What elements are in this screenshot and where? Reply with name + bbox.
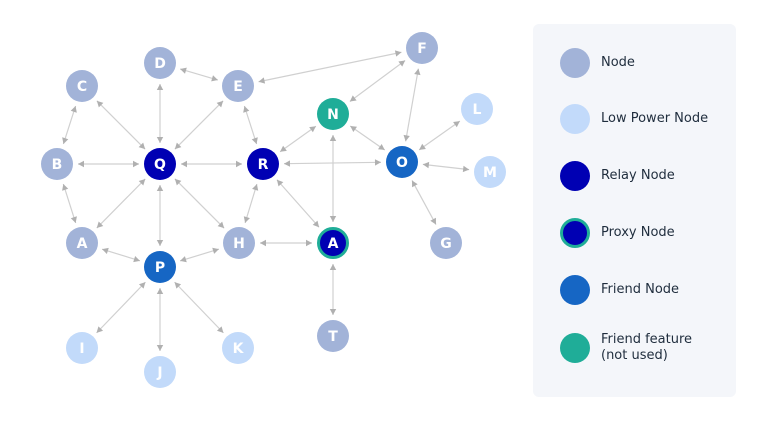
- legend-label-relay: Relay Node: [601, 168, 675, 183]
- edge-B-A1: [62, 183, 77, 224]
- edge-H-A2: [260, 239, 312, 247]
- node-k-label: K: [233, 341, 245, 357]
- node-d: D: [144, 47, 176, 79]
- node-g-label: G: [440, 236, 452, 252]
- node-a1-label: A: [77, 236, 88, 252]
- friend-node-swatch-icon: [560, 275, 590, 305]
- edge-N-O: [349, 125, 386, 151]
- edge-Q-A1: [96, 178, 146, 229]
- node-d-label: D: [154, 56, 166, 72]
- node-f-label: F: [417, 41, 427, 57]
- edge-O-L: [418, 120, 461, 151]
- edge-H-P: [179, 247, 220, 263]
- node-o: O: [386, 146, 418, 178]
- edge-D-Q: [156, 84, 164, 143]
- node-h: H: [223, 227, 255, 259]
- node-c-label: C: [77, 79, 87, 95]
- edge-R-A2: [276, 179, 320, 228]
- legend-item-node: Node: [560, 48, 635, 78]
- node-b: B: [41, 148, 73, 180]
- node-j-label: J: [156, 365, 162, 381]
- edge-layer: [62, 50, 470, 351]
- node-l: L: [461, 93, 493, 125]
- edge-P-K: [174, 281, 224, 334]
- node-t: T: [317, 320, 349, 352]
- node-r-label: R: [258, 157, 269, 173]
- legend-item-friend-feature: Friend feature (not used): [560, 332, 692, 364]
- edge-Q-P: [156, 185, 164, 246]
- edge-D-E: [179, 67, 219, 82]
- edge-Q-H: [174, 178, 225, 229]
- node-m-label: M: [483, 165, 497, 181]
- edge-E-Q: [174, 100, 224, 150]
- edge-A1-P: [101, 247, 141, 263]
- edge-C-B: [62, 105, 77, 145]
- node-q-label: Q: [154, 157, 166, 173]
- mesh-network-diagram: D E F C N L B Q R O M A H A G P I K J T: [41, 32, 506, 388]
- edge-N-A2: [329, 135, 337, 222]
- node-m: M: [474, 156, 506, 188]
- node-i-label: I: [79, 341, 84, 357]
- legend-item-proxy: Proxy Node: [560, 218, 675, 248]
- node-a2-label: A: [328, 236, 339, 252]
- relay-node-swatch-icon: [560, 161, 590, 191]
- edge-A2-T: [329, 264, 337, 315]
- node-f: F: [406, 32, 438, 64]
- node-b-label: B: [52, 157, 63, 173]
- edge-E-F: [258, 50, 402, 84]
- node-g: G: [430, 227, 462, 259]
- edge-R-N: [279, 125, 317, 153]
- node-p-label: P: [155, 260, 165, 276]
- node-e: E: [222, 70, 254, 102]
- edge-P-J: [156, 288, 164, 351]
- node-r: R: [247, 148, 279, 180]
- legend-panel: Node Low Power Node Relay Node Proxy Nod…: [533, 24, 736, 397]
- node-a1: A: [66, 227, 98, 259]
- legend-label-friend-feature: Friend feature (not used): [601, 332, 693, 363]
- edge-E-R: [243, 105, 258, 145]
- edge-F-O: [403, 68, 421, 142]
- node-c: C: [66, 70, 98, 102]
- low-power-node-swatch-icon: [560, 104, 590, 134]
- edge-O-M: [422, 161, 470, 173]
- node-n: N: [317, 98, 349, 130]
- legend-label-node: Node: [601, 55, 635, 70]
- legend-item-relay: Relay Node: [560, 161, 675, 191]
- legend-label-low-power: Low Power Node: [601, 111, 709, 126]
- edge-B-Q: [78, 160, 139, 168]
- legend-label-proxy: Proxy Node: [601, 225, 675, 240]
- node-t-label: T: [328, 329, 338, 345]
- node-j: J: [144, 356, 176, 388]
- node-l-label: L: [473, 102, 482, 118]
- node-p: P: [144, 251, 176, 283]
- edge-O-G: [411, 180, 437, 225]
- legend-item-friend: Friend Node: [560, 275, 679, 305]
- proxy-node-swatch-icon: [560, 218, 590, 248]
- edge-R-H: [243, 183, 259, 224]
- edge-C-Q: [96, 100, 146, 150]
- node-q: Q: [144, 148, 176, 180]
- node-h-label: H: [233, 236, 245, 252]
- edge-Q-R: [181, 160, 242, 168]
- legend-label-friend: Friend Node: [601, 282, 680, 297]
- node-e-label: E: [233, 79, 243, 95]
- friend-feature-swatch-icon: [560, 333, 590, 363]
- node-a2: A: [317, 227, 349, 259]
- legend-item-low-power: Low Power Node: [560, 104, 708, 134]
- node-n-label: N: [327, 107, 339, 123]
- node-swatch-icon: [560, 48, 590, 78]
- node-layer: D E F C N L B Q R O M A H A G P I K J T: [41, 32, 506, 388]
- edge-P-I: [96, 281, 146, 334]
- node-o-label: O: [396, 155, 408, 171]
- edge-F-N: [349, 60, 406, 102]
- node-k: K: [222, 332, 254, 364]
- node-i: I: [66, 332, 98, 364]
